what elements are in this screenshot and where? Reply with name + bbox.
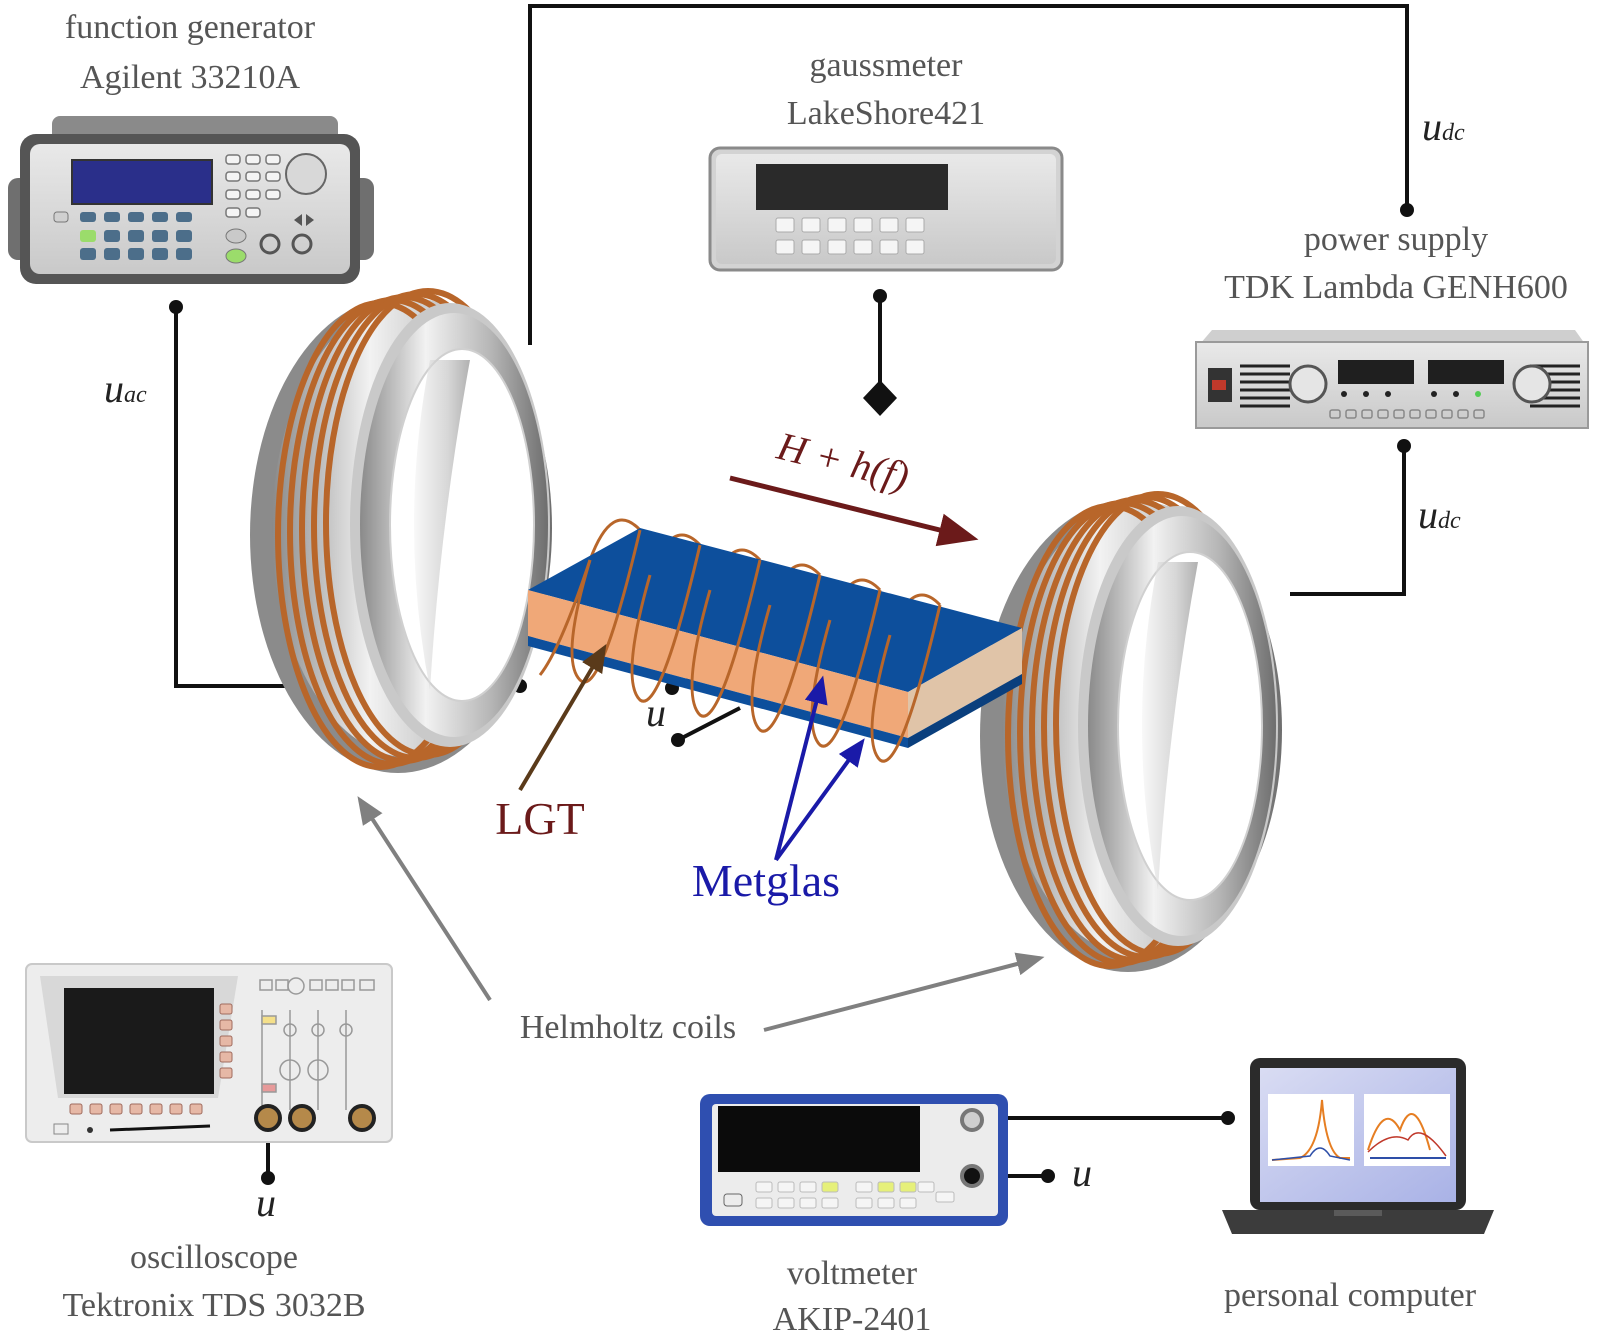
oscilloscope-ch2-bnc[interactable]	[288, 1104, 316, 1132]
wire-terminals	[169, 203, 1414, 1185]
voltmeter	[700, 1094, 1008, 1226]
signal-u-voltmeter: u	[1072, 1150, 1092, 1195]
helmholtz-coil-right	[980, 491, 1282, 972]
power-supply-display-voltage	[1338, 360, 1414, 384]
wire-udc-top	[528, 4, 1409, 345]
terminal-dot	[1400, 203, 1414, 217]
power-supply-display-current	[1428, 360, 1504, 384]
terminal-dot	[1397, 439, 1411, 453]
field-arrow	[729, 475, 979, 547]
me-sample	[528, 518, 1022, 763]
personal-computer-label: personal computer	[1224, 1277, 1477, 1314]
oscilloscope-label-line2: Tektronix TDS 3032B	[63, 1287, 366, 1324]
terminal-dot	[1041, 1169, 1055, 1183]
helmholtz-pointer-left	[357, 796, 492, 1002]
wire-sample-u2	[677, 706, 741, 742]
function-generator	[8, 116, 374, 284]
gaussmeter-label-line2: LakeShore421	[787, 95, 985, 132]
lgt-side-face	[908, 628, 1022, 738]
signal-udc-label-right: udc	[1418, 492, 1461, 537]
function-generator-label-line2: Agilent 33210A	[80, 59, 300, 96]
power-supply-label-line1: power supply	[1304, 221, 1488, 258]
voltmeter-input-terminal-hi[interactable]	[960, 1108, 984, 1132]
function-generator-label-line1: function generator	[65, 9, 316, 46]
field-label: H + h(f)	[772, 423, 914, 499]
terminal-dot	[671, 733, 685, 747]
gaussmeter	[708, 146, 1064, 272]
signal-udc-label-top: udc	[1422, 104, 1465, 149]
metglas-label: Metglas	[692, 855, 840, 906]
power-supply-label-line2: TDK Lambda GENH600	[1224, 269, 1568, 306]
signal-uac-label: uac	[104, 366, 147, 411]
voltmeter-label-line1: voltmeter	[787, 1255, 918, 1292]
lgt-pointer-arrow	[518, 643, 607, 792]
gaussmeter-display	[756, 164, 948, 210]
helmholtz-coil-left	[250, 288, 552, 773]
personal-computer	[1222, 1058, 1494, 1234]
oscilloscope	[25, 963, 393, 1143]
terminal-dot	[261, 1171, 275, 1185]
metglas-top-layer	[528, 528, 1022, 692]
oscilloscope-ch1-bnc[interactable]	[254, 1104, 282, 1132]
voltmeter-label-line2: AKIP-2401	[773, 1301, 932, 1336]
terminal-dot	[1221, 1111, 1235, 1125]
gaussmeter-label-line1: gaussmeter	[810, 47, 964, 84]
terminal-dot	[169, 300, 183, 314]
hall-probe-diamond	[863, 380, 897, 416]
function-generator-display	[71, 159, 213, 205]
signal-u-oscilloscope: u	[256, 1180, 276, 1225]
metglas-pointer-arrow-1	[774, 675, 828, 861]
oscilloscope-label-line1: oscilloscope	[130, 1239, 298, 1276]
voltmeter-input-terminal-lo[interactable]	[960, 1164, 984, 1188]
voltmeter-display	[718, 1106, 920, 1172]
helmholtz-coils-label: Helmholtz coils	[520, 1009, 736, 1046]
wire-udc-right	[1290, 446, 1406, 596]
oscilloscope-ext-bnc[interactable]	[348, 1104, 376, 1132]
terminal-dot	[873, 289, 887, 303]
metglas-pointer-arrow-2	[774, 738, 865, 862]
oscilloscope-screen	[64, 988, 214, 1094]
lgt-label: LGT	[495, 793, 584, 844]
helmholtz-pointer-right	[763, 952, 1045, 1032]
power-supply	[1195, 330, 1589, 429]
signal-u-sample: u	[646, 690, 666, 735]
